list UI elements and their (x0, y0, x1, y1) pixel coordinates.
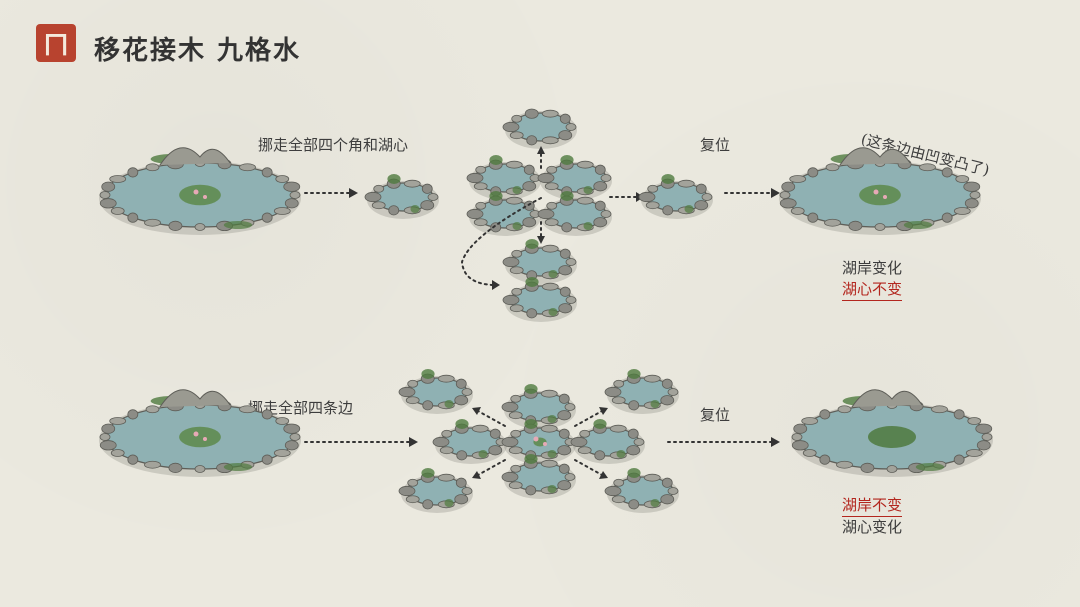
row1-reset-label: 复位 (700, 136, 731, 154)
row2-remove-label: 挪走全部四条边 (248, 399, 354, 417)
row2-edge-tile-left (432, 419, 507, 464)
row1-source-pond (99, 147, 301, 235)
row1-arrow-up (537, 146, 545, 169)
row2-arrow-br (574, 459, 608, 479)
row1-center-tile-top (502, 108, 577, 149)
row2-result-moss-center (868, 426, 916, 448)
row2-arrow-tl (472, 407, 506, 427)
row2-corner-tile-tr (604, 369, 679, 414)
row2-result-line1: 湖岸不变 (842, 494, 903, 517)
row1-removed-edge-1 (502, 239, 577, 284)
row2-arrow-remove (304, 437, 418, 447)
row2-arrow-tr (574, 407, 608, 427)
row1-removed-edge-2 (502, 277, 577, 322)
row1-edge-tile-left (364, 174, 439, 219)
row1-arrow-down (537, 221, 545, 244)
row1-edge-tile-right (638, 174, 713, 219)
row1-corner-tile-tl (466, 155, 541, 200)
row1-arrow-remove (304, 188, 358, 198)
logo-glyph: ㄇ (42, 30, 69, 61)
row2-arrow-bl (472, 459, 506, 479)
row2-corner-tile-tl (398, 369, 473, 414)
row2-corner-tile-br (604, 468, 679, 513)
row1-result-line2: 湖心不变 (842, 278, 903, 301)
row2-source-pond (99, 389, 301, 477)
row1-corner-tile-bl (466, 191, 541, 236)
page-title: 移花接木 九格水 (94, 36, 302, 66)
row2-center-tile (501, 419, 576, 464)
app-logo: ㄇ (36, 24, 76, 62)
row1-arrow-reset (724, 188, 780, 198)
row2-edge-tile-bottom (501, 454, 576, 499)
row2-arrow-reset (667, 437, 780, 447)
row1-arrow-curve (460, 197, 542, 290)
row2-edge-tile-right (570, 419, 645, 464)
row1-remove-label: 挪走全部四个角和湖心 (258, 136, 409, 154)
row1-result-line1: 湖岸变化 (842, 259, 903, 277)
row2-edge-tile-top (501, 384, 576, 429)
row2-corner-tile-bl (398, 468, 473, 513)
row2-reset-label: 复位 (700, 406, 731, 424)
row1-corner-tile-br (537, 191, 612, 236)
row2-result-line2: 湖心变化 (842, 518, 903, 536)
row1-result-pond (779, 147, 981, 235)
row1-corner-tile-tr (537, 155, 612, 200)
